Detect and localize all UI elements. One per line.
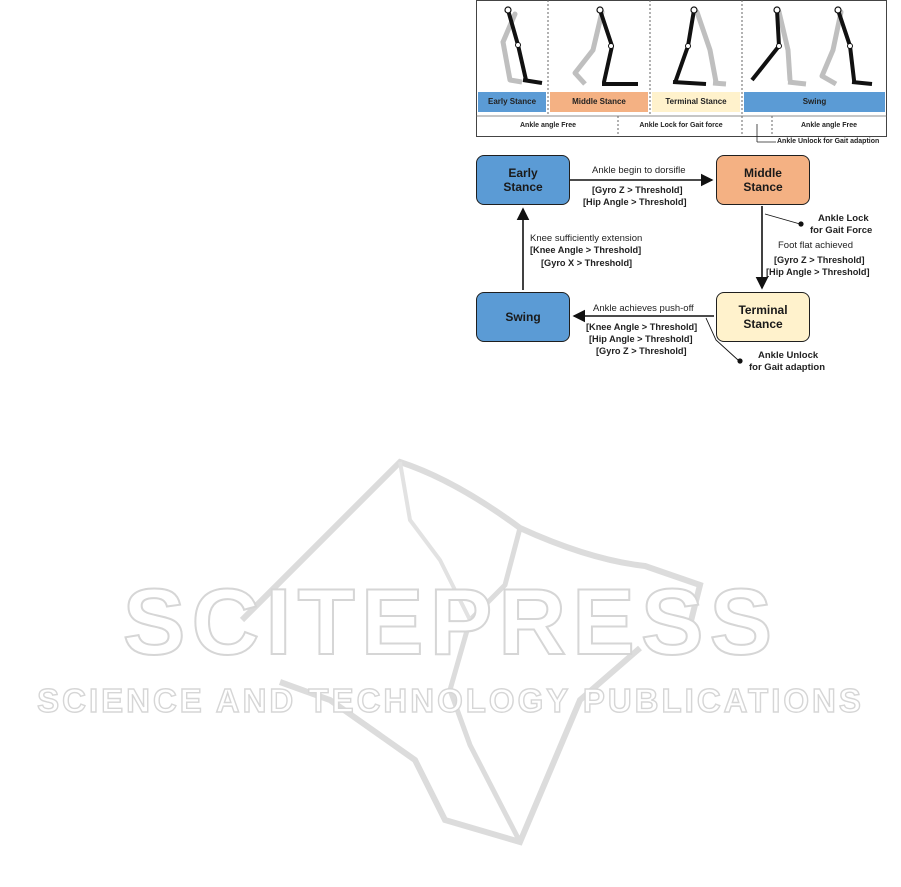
swing-figure-2 bbox=[819, 6, 873, 87]
transition-swing-early-condition-2: [Gyro X > Threshold] bbox=[541, 258, 633, 268]
transition-swing-early-condition-1: [Knee Angle > Threshold] bbox=[530, 245, 642, 255]
transition-terminal-swing-condition-2: [Hip Angle > Threshold] bbox=[589, 334, 693, 344]
annotation-ankle-lock-line-2: for Gait Force bbox=[810, 225, 873, 236]
transition-early-middle-event: Ankle begin to dorsifle bbox=[592, 165, 686, 176]
control-ankle-free-2: Ankle angle Free bbox=[800, 122, 858, 129]
state-middle-stance: Middle Stance bbox=[716, 155, 810, 205]
transition-terminal-swing-condition-1: [Knee Angle > Threshold] bbox=[586, 322, 698, 332]
state-terminal-stance: Terminal Stance bbox=[716, 292, 810, 342]
annotation-ankle-lock-line-1: Ankle Lock bbox=[818, 213, 869, 224]
state-swing: Swing bbox=[476, 292, 570, 342]
phase-early-stance: Early Stance bbox=[478, 92, 546, 112]
annotation-ankle-unlock-line-1: Ankle Unlock bbox=[758, 350, 819, 361]
state-early-stance: Early Stance bbox=[476, 155, 570, 205]
phase-swing: Swing bbox=[744, 92, 885, 112]
control-ankle-free-1: Ankle angle Free bbox=[519, 122, 577, 129]
transition-terminal-swing-condition-3: [Gyro Z > Threshold] bbox=[596, 346, 687, 356]
watermark-title: SCITEPRESS bbox=[122, 569, 779, 674]
swing-figure-1 bbox=[750, 6, 807, 87]
middle-stance-figure bbox=[572, 6, 638, 86]
transition-early-middle-condition-1: [Gyro Z > Threshold] bbox=[592, 185, 683, 195]
transition-swing-early-event: Knee sufficiently extension bbox=[530, 233, 643, 244]
state-transition-arrows bbox=[516, 173, 804, 364]
transition-middle-terminal-condition-1: [Gyro Z > Threshold] bbox=[774, 255, 865, 265]
phase-middle-stance: Middle Stance bbox=[550, 92, 648, 112]
transition-middle-terminal-condition-2: [Hip Angle > Threshold] bbox=[766, 267, 870, 277]
transition-terminal-swing-event: Ankle achieves push-off bbox=[593, 303, 694, 314]
phase-terminal-stance: Terminal Stance bbox=[652, 92, 740, 112]
control-ankle-lock: Ankle Lock for Gait force bbox=[639, 122, 723, 129]
transition-middle-terminal-event: Foot flat achieved bbox=[778, 240, 853, 251]
watermark-subtitle: SCIENCE AND TECHNOLOGY PUBLICATIONS bbox=[36, 682, 864, 719]
transition-early-middle-condition-2: [Hip Angle > Threshold] bbox=[583, 197, 687, 207]
terminal-stance-figure bbox=[672, 6, 727, 87]
gait-phase-panel bbox=[476, 0, 887, 143]
annotation-ankle-unlock-line-2: for Gait adaption bbox=[749, 362, 825, 373]
control-ankle-unlock-note: Ankle Unlock for Gait adaption bbox=[777, 138, 880, 145]
early-stance-figure bbox=[500, 6, 543, 85]
